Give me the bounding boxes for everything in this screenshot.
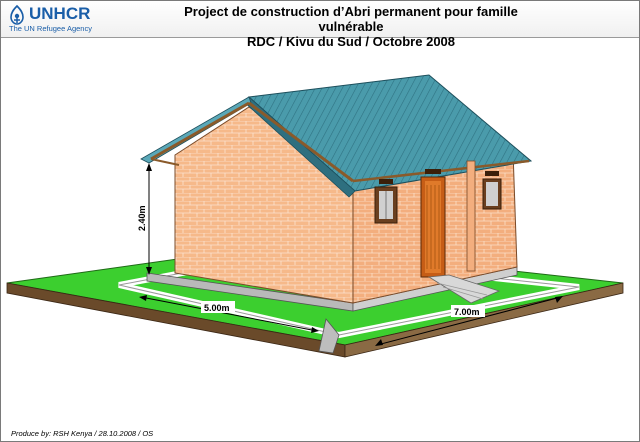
side-window-glass	[486, 182, 498, 206]
door-step	[427, 274, 501, 304]
wall-pillar	[466, 160, 476, 272]
door-vent	[425, 169, 441, 174]
fascia-left	[150, 101, 250, 161]
fascia-right	[248, 101, 354, 183]
title-line-1: Project de construction d’Abri permanent…	[184, 4, 518, 34]
footer-credit: Produce by: RSH Kenya / 28.10.2008 / OS	[11, 429, 154, 438]
header: UNHCR The UN Refugee Agency Project de c…	[1, 1, 639, 49]
rafter-tail	[150, 158, 180, 166]
logo-wordmark: UNHCR	[29, 4, 91, 23]
side-window-vent	[485, 171, 499, 176]
trench-channel	[318, 318, 340, 354]
length-dimension-line	[376, 296, 562, 346]
title-line-2: RDC / Kivu du Sud / Octobre 2008	[246, 34, 456, 49]
front-window-vent	[379, 179, 393, 184]
height-label: 2.40m	[137, 205, 147, 231]
unhcr-logo: UNHCR The UN Refugee Agency	[5, 4, 105, 34]
door-panel	[425, 181, 441, 273]
page-title: Project de construction d’Abri permanent…	[151, 4, 551, 49]
logo-subtitle: The UN Refugee Agency	[9, 24, 92, 33]
ground-edge-right	[344, 282, 624, 358]
width-label: 5.00m	[204, 303, 230, 313]
unhcr-emblem-icon	[10, 4, 24, 25]
house-drawing: 2.40m 5.00m 7.00m	[6, 74, 624, 358]
width-dimension-line	[140, 296, 318, 332]
length-label: 7.00m	[454, 307, 480, 317]
